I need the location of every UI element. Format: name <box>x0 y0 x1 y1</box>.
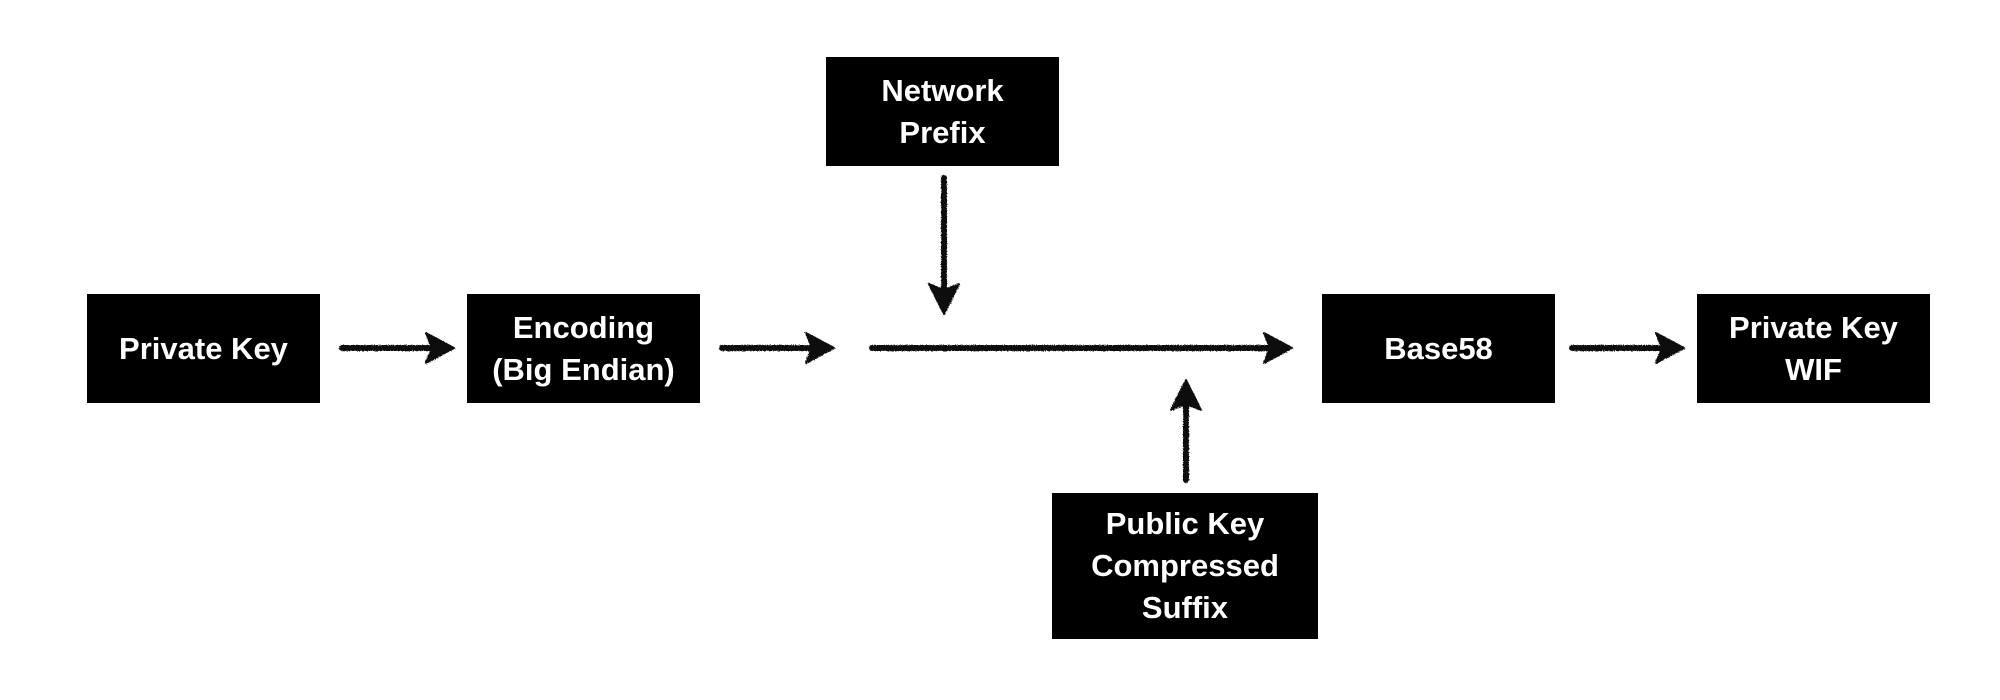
private-key-label: Private Key <box>119 330 288 366</box>
encoding-label-line1: Encoding <box>512 309 655 345</box>
private-key-wif-label-line1: Private Key <box>1729 309 1898 345</box>
public-key-suffix-label-line2: Compressed <box>1091 548 1279 583</box>
arrow-private-key-to-encoding <box>339 332 455 364</box>
private-key-wif-label-line2: WIF <box>1785 351 1842 387</box>
base58-box: Base58 <box>1322 294 1555 403</box>
arrow-concat-to-base58 <box>869 332 1293 364</box>
arrow-encoding-to-concat <box>719 332 835 364</box>
public-key-suffix-label-line1: Public Key <box>1105 506 1265 541</box>
network-prefix-label-line2: Prefix <box>899 114 986 150</box>
arrow-network-prefix-down <box>928 175 960 315</box>
encoding-label-line2: (Big Endian) <box>492 351 675 387</box>
arrow-base58-to-wif <box>1569 332 1685 364</box>
network-prefix-box: Network Prefix <box>826 57 1059 166</box>
base58-label: Base58 <box>1384 330 1493 366</box>
public-key-suffix-label-line3: Suffix <box>1141 590 1229 625</box>
network-prefix-label-line1: Network <box>881 72 1004 108</box>
private-key-box: Private Key <box>87 294 320 403</box>
public-key-suffix-box: Public Key Compressed Suffix <box>1052 493 1318 639</box>
arrow-public-key-suffix-up <box>1170 379 1202 483</box>
private-key-wif-box: Private Key WIF <box>1697 294 1930 403</box>
encoding-box: Encoding (Big Endian) <box>467 294 700 403</box>
